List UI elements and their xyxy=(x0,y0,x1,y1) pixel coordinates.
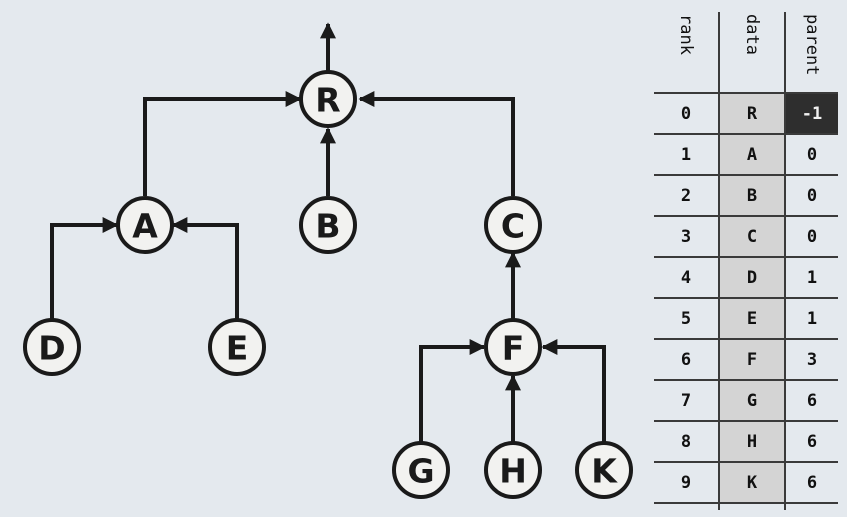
node-K: K xyxy=(575,441,633,499)
cell-parent: 0 xyxy=(806,185,818,206)
node-label: H xyxy=(499,452,527,491)
cell-data: A xyxy=(720,135,784,174)
edge-G-F xyxy=(419,339,486,442)
cell-rank: 5 xyxy=(680,308,692,329)
header-data: data xyxy=(720,0,784,92)
node-label: E xyxy=(226,329,249,368)
cell-parent: 0 xyxy=(806,226,818,247)
node-circle xyxy=(575,441,633,499)
table-row: 4 D 1 xyxy=(654,256,838,297)
edge-C-R xyxy=(358,91,515,196)
cell-rank: 6 xyxy=(680,349,692,370)
node-label: D xyxy=(38,329,65,368)
cell-data: G xyxy=(720,381,784,420)
node-circle xyxy=(484,441,542,499)
cell-data: H xyxy=(720,422,784,461)
node-F: F xyxy=(484,318,542,376)
node-C: C xyxy=(484,196,542,254)
header-parent-label: parent xyxy=(802,14,822,76)
node-label: C xyxy=(501,207,525,246)
edge-D-A xyxy=(50,217,119,320)
cell-rank: 9 xyxy=(680,472,692,493)
parent-array-table: rank data parent 0 R-1 1 A 0 2 B 0 3 C 0 4 D 1 5 E 1 6 F 3 7… xyxy=(654,0,840,512)
node-G: G xyxy=(392,441,450,499)
cell-rank: 3 xyxy=(680,226,692,247)
node-circle xyxy=(392,441,450,499)
node-E: E xyxy=(208,318,266,376)
edge-A-R xyxy=(143,91,302,196)
table-row: 9 K 6 xyxy=(654,461,838,504)
cell-data: D xyxy=(720,258,784,297)
cell-parent: 0 xyxy=(806,144,818,165)
node-label: K xyxy=(591,452,618,491)
header-data-label: data xyxy=(742,14,762,55)
node-circle xyxy=(23,318,81,376)
table-row: 6 F 3 xyxy=(654,338,838,379)
cell-parent: 3 xyxy=(806,349,818,370)
cell-parent: 1 xyxy=(806,308,818,329)
header-parent: parent xyxy=(786,0,838,92)
node-B: B xyxy=(299,196,357,254)
node-label: A xyxy=(132,207,158,246)
node-A: A xyxy=(116,196,174,254)
column-divider xyxy=(784,12,786,510)
cell-rank: 1 xyxy=(680,144,692,165)
node-label: F xyxy=(502,329,525,368)
cell-rank: 4 xyxy=(680,267,692,288)
cell-data: C xyxy=(720,217,784,256)
node-D: D xyxy=(23,318,81,376)
cell-parent: 6 xyxy=(806,390,818,411)
table-row: 0 R-1 xyxy=(654,92,838,133)
cell-parent: 6 xyxy=(806,431,818,452)
cell-parent: -1 xyxy=(786,94,838,133)
header-rank-label: rank xyxy=(676,14,696,55)
node-circle xyxy=(484,196,542,254)
node-H: H xyxy=(484,441,542,499)
cell-rank: 2 xyxy=(680,185,692,206)
column-divider xyxy=(718,12,720,510)
cell-data: R xyxy=(720,94,784,133)
tree-diagram: R A B C D E F G H K xyxy=(23,22,633,499)
cell-parent: 1 xyxy=(806,267,818,288)
node-circle xyxy=(299,196,357,254)
cell-data: K xyxy=(720,463,784,502)
node-circle xyxy=(484,318,542,376)
cell-rank: 0 xyxy=(680,103,692,124)
cell-data: E xyxy=(720,299,784,338)
table-row: 5 E 1 xyxy=(654,297,838,338)
table-row: 8 H 6 xyxy=(654,420,838,461)
node-label: B xyxy=(315,207,340,246)
cell-parent: 6 xyxy=(806,472,818,493)
node-label: G xyxy=(407,452,434,491)
node-R: R xyxy=(299,70,357,128)
cell-rank: 7 xyxy=(680,390,692,411)
node-circle xyxy=(208,318,266,376)
cell-data: B xyxy=(720,176,784,215)
header-rank: rank xyxy=(654,0,718,92)
table-row: 1 A 0 xyxy=(654,133,838,174)
cell-data: F xyxy=(720,340,784,379)
node-circle xyxy=(116,196,174,254)
node-label: R xyxy=(315,81,340,120)
table-row: 3 C 0 xyxy=(654,215,838,256)
cell-rank: 8 xyxy=(680,431,692,452)
edge-K-F xyxy=(541,339,606,442)
table-row: 2 B 0 xyxy=(654,174,838,215)
edge-E-A xyxy=(171,217,239,320)
table-row: 7 G 6 xyxy=(654,379,838,420)
node-circle xyxy=(299,70,357,128)
